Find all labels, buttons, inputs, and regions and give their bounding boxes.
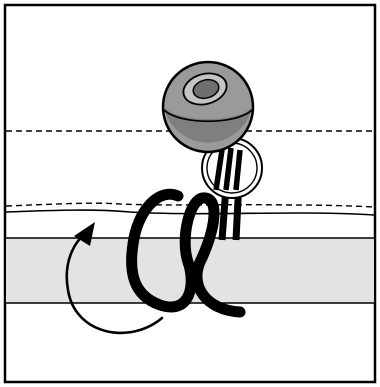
bead-icon [161, 60, 255, 154]
looping-cord [126, 188, 246, 318]
loop-arrow-icon [65, 222, 164, 335]
diagram-frame [3, 3, 377, 384]
